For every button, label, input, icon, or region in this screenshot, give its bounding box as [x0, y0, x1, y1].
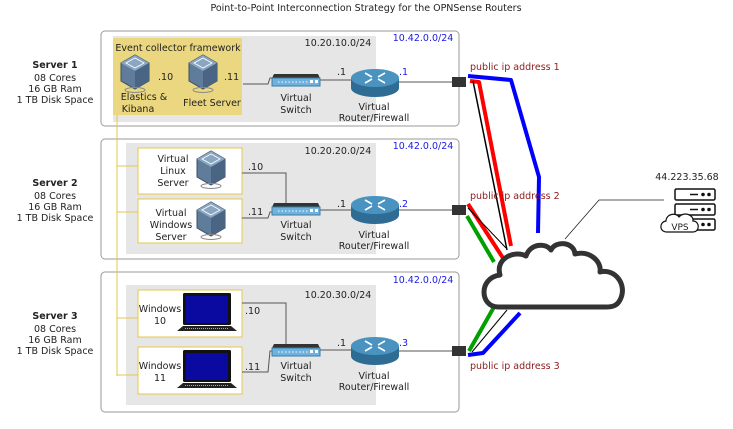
- router-lan-ip: .1: [337, 67, 346, 78]
- host-ip: .11: [224, 72, 239, 83]
- vps-label: VPS: [671, 223, 689, 233]
- management-links: [116, 115, 138, 376]
- host-ip: .10: [245, 306, 260, 317]
- server-2-specs: Server 2 08 Cores 16 GB Ram 1 TB Disk Sp…: [17, 178, 94, 224]
- host-label: Elastics &: [121, 92, 168, 103]
- host-label: 10: [154, 316, 166, 327]
- wan-port-2: [452, 205, 466, 215]
- router-label: Router/Firewall: [339, 113, 410, 124]
- ram: 16 GB Ram: [28, 84, 81, 95]
- disk: 1 TB Disk Space: [17, 213, 94, 224]
- host-label: Kibana: [122, 104, 155, 115]
- link-1: [472, 80, 508, 251]
- router-wan-ip: .3: [399, 338, 408, 349]
- tunnel-red: [469, 79, 513, 247]
- server-name: Server 3: [32, 311, 77, 322]
- cores: 08 Cores: [34, 73, 76, 84]
- host-label: Linux: [160, 166, 186, 177]
- virtual-switch-1: [271, 73, 321, 87]
- switch-label: Virtual: [280, 220, 311, 231]
- router-label: Router/Firewall: [339, 241, 410, 252]
- host-label: Windows: [150, 220, 192, 231]
- switch-label: Switch: [280, 105, 311, 116]
- public-ip-label-3: public ip address 3: [470, 361, 560, 372]
- vps-server-icon: VPS: [660, 188, 716, 233]
- host-label: Windows: [139, 304, 181, 315]
- tunnel-red-2: [466, 202, 505, 260]
- cores: 08 Cores: [34, 191, 76, 202]
- public-ip-label-2: public ip address 2: [470, 191, 560, 202]
- lan-subnet-3: 10.20.30.0/24: [305, 290, 372, 301]
- wan-port-3: [452, 346, 466, 356]
- server-3-specs: Server 3 08 Cores 16 GB Ram 1 TB Disk Sp…: [17, 311, 94, 357]
- switch-label: Switch: [280, 232, 311, 243]
- host-label: Fleet Server: [183, 98, 241, 109]
- disk: 1 TB Disk Space: [17, 346, 94, 357]
- host-ip: .11: [248, 207, 263, 218]
- tunnels: [465, 74, 541, 357]
- router-icon: [350, 195, 400, 225]
- server-name: Server 1: [32, 60, 77, 71]
- router-wan-ip: .1: [399, 67, 408, 78]
- group-title: Event collector framework: [115, 43, 241, 54]
- ram: 16 GB Ram: [28, 202, 81, 213]
- host-box: [137, 147, 243, 195]
- public-ip-label-1: public ip address 1: [470, 62, 560, 73]
- server-name: Server 2: [32, 178, 77, 189]
- tunnel-blue: [467, 74, 541, 234]
- lan-subnet-2: 10.20.20.0/24: [305, 146, 372, 157]
- router-lan-ip: .1: [337, 199, 346, 210]
- router-label: Virtual: [358, 371, 389, 382]
- router-label: Router/Firewall: [339, 382, 410, 393]
- host-ip: .10: [248, 162, 263, 173]
- host-ip: .11: [245, 362, 260, 373]
- vps-ip: 44.223.35.68: [655, 172, 718, 183]
- tunnel-green-2: [467, 306, 496, 352]
- virtual-switch-3: [271, 343, 321, 357]
- lan-subnet-1: 10.20.10.0/24: [305, 38, 372, 49]
- wan-port-1: [452, 77, 466, 87]
- router-icon: [350, 68, 400, 98]
- wan-subnet-2: 10.42.0.0/24: [393, 141, 454, 152]
- router-lan-ip: .1: [337, 338, 346, 349]
- wan-subnet-3: 10.42.0.0/24: [393, 275, 454, 286]
- virtual-switch-2: [271, 202, 321, 216]
- link-2: [467, 207, 507, 249]
- router-label: Virtual: [358, 230, 389, 241]
- host-label: 11: [154, 373, 166, 384]
- diagram-title: Point-to-Point Interconnection Strategy …: [210, 3, 521, 14]
- server-1-specs: Server 1 08 Cores 16 GB Ram 1 TB Disk Sp…: [17, 60, 94, 106]
- cores: 08 Cores: [34, 324, 76, 335]
- wan-subnet-1: 10.42.0.0/24: [393, 33, 454, 44]
- switch-label: Virtual: [280, 93, 311, 104]
- host-ip: .10: [158, 72, 173, 83]
- tunnel-green: [465, 214, 496, 264]
- host-label: Virtual: [155, 208, 186, 219]
- host-label: Server: [155, 232, 186, 243]
- host-label: Windows: [139, 361, 181, 372]
- router-wan-ip: .2: [399, 199, 408, 210]
- host-label: Virtual: [157, 154, 188, 165]
- router-icon: [350, 336, 400, 366]
- host-label: Server: [157, 178, 188, 189]
- switch-label: Virtual: [280, 361, 311, 372]
- disk: 1 TB Disk Space: [17, 95, 94, 106]
- switch-label: Switch: [280, 373, 311, 384]
- ram: 16 GB Ram: [28, 335, 81, 346]
- tunnel-blue-2: [467, 311, 522, 357]
- link-3: [471, 309, 508, 353]
- router-label: Virtual: [358, 102, 389, 113]
- internet-cloud-icon: [481, 241, 625, 310]
